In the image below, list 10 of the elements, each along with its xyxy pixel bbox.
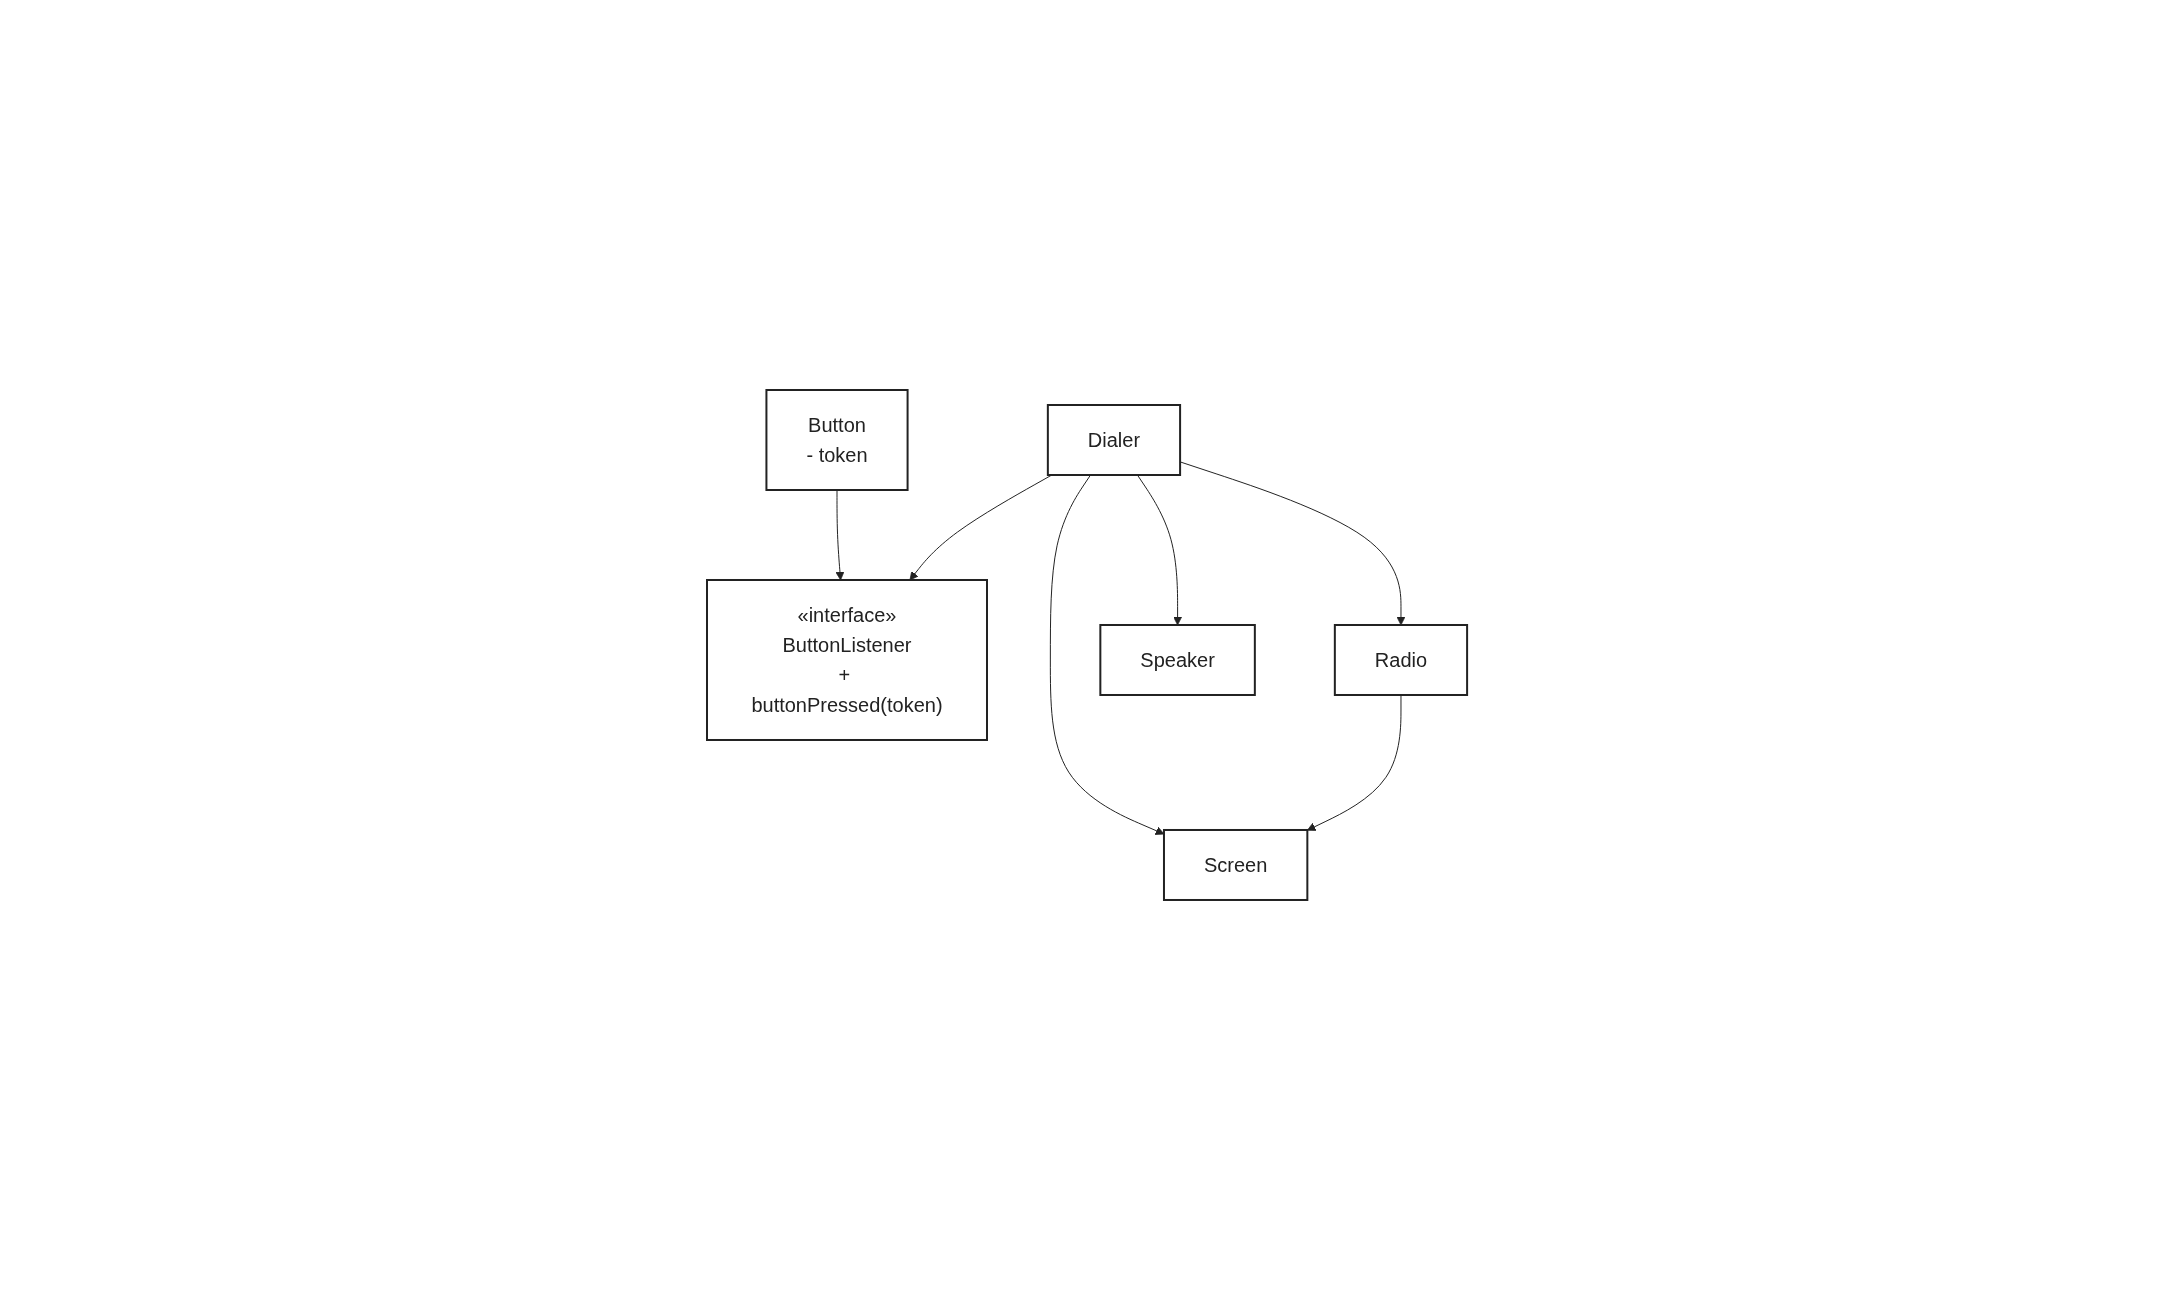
node-box: «interface» ButtonListener + buttonPressed(token) [705,578,988,741]
arrow [1306,694,1402,831]
node-box: Screen [1162,828,1309,901]
node-box: Speaker [1099,623,1256,696]
arrow [909,474,1053,580]
node-box: Dialer [1046,403,1182,476]
node-box: Radio [1333,623,1469,696]
arrow [835,489,845,580]
arrow [1136,474,1182,625]
node-box: Button - token [765,388,909,491]
